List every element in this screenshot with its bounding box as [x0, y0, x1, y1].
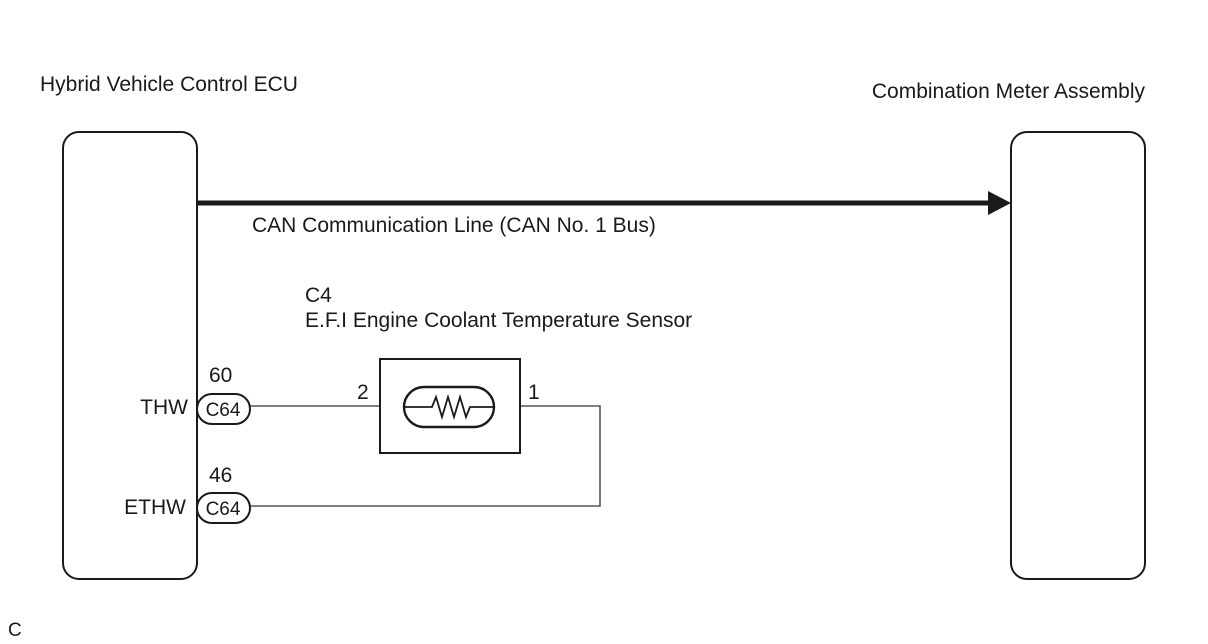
can-bus-label: CAN Communication Line (CAN No. 1 Bus)	[252, 214, 656, 237]
sensor-name: E.F.I Engine Coolant Temperature Sensor	[305, 309, 692, 332]
terminal-signal-label: THW	[140, 396, 188, 419]
terminal-thw: THW 60 C64	[140, 364, 251, 425]
connector-code: C64	[206, 499, 241, 520]
meter-title: Combination Meter Assembly	[872, 80, 1146, 103]
terminal-pin-number: 60	[209, 364, 232, 387]
terminal-signal-label: ETHW	[124, 496, 186, 519]
connector-badge	[196, 393, 251, 425]
terminal-pin-number: 46	[209, 464, 232, 487]
wire-sensor-to-ethw	[250, 405, 601, 507]
meter-box	[1010, 131, 1146, 580]
sensor-code: C4	[305, 284, 332, 307]
ecu-title: Hybrid Vehicle Control ECU	[40, 73, 298, 96]
can-bus-arrowhead	[988, 191, 1011, 215]
connector-badge	[196, 492, 251, 524]
sensor-pin-1: 1	[528, 381, 540, 404]
footer-code: C	[8, 620, 22, 641]
connector-code: C64	[206, 400, 241, 421]
resistor-icon	[424, 393, 476, 421]
sensor-pin-2: 2	[357, 381, 369, 404]
ecu-box	[62, 131, 198, 580]
terminal-ethw: ETHW 46 C64	[124, 464, 251, 524]
